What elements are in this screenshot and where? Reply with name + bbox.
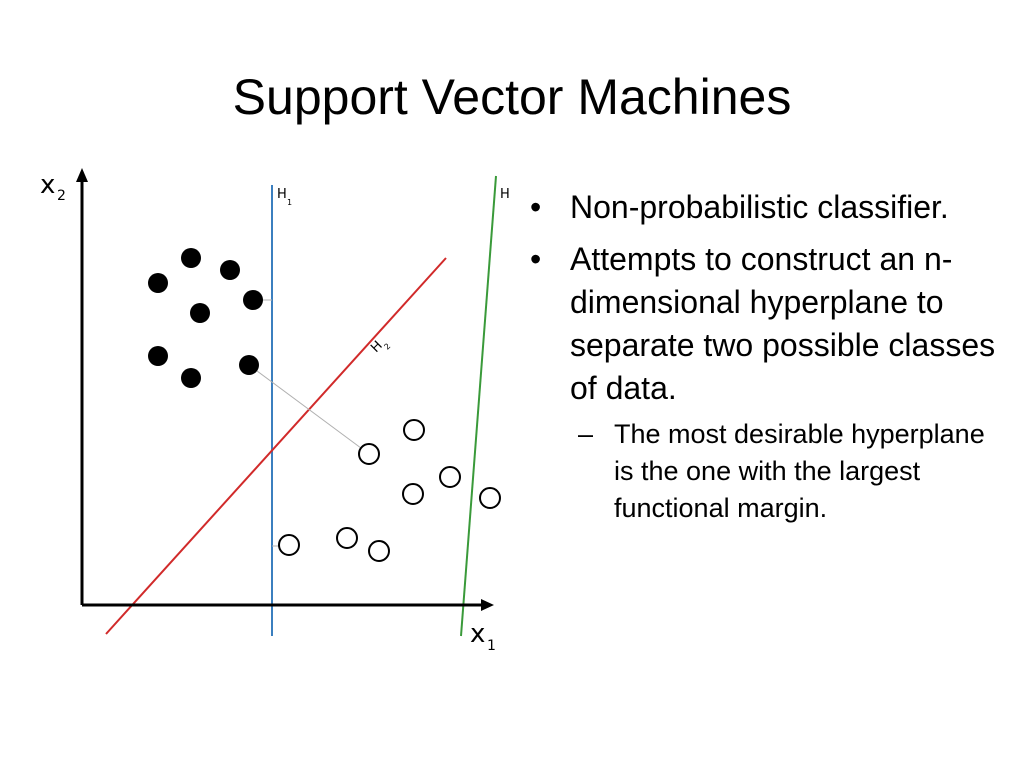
filled-point (148, 346, 168, 366)
x-axis-label-sub: 1 (487, 638, 496, 654)
hollow-point (402, 483, 424, 505)
sub-bullet-text: The most desirable hyperplane is the one… (614, 419, 985, 523)
x-axis-label: x (470, 619, 485, 649)
y-axis-arrow-icon (76, 168, 88, 182)
sub-bullet-list: – The most desirable hyperplane is the o… (570, 416, 1010, 527)
bullet-marker: • (530, 241, 542, 277)
filled-point (220, 260, 240, 280)
filled-point (190, 303, 210, 323)
hyperplane-h3 (460, 175, 497, 637)
hollow-point (403, 419, 425, 441)
filled-point (239, 355, 259, 375)
hollow-point (278, 534, 300, 556)
bullet-item: • Non-probabilistic classifier. (530, 186, 1010, 229)
hyperplane-h2 (105, 257, 447, 635)
hollow-point (439, 466, 461, 488)
bullet-text: Attempts to construct an n-dimensional h… (570, 241, 996, 406)
filled-point (181, 368, 201, 388)
bullet-text: Non-probabilistic classifier. (570, 189, 949, 225)
svm-diagram: x 2 x 1 H 1 H 2 H 3 (40, 168, 510, 654)
filled-point (148, 273, 168, 293)
hollow-point (479, 487, 501, 509)
bullet-item: • Attempts to construct an n-dimensional… (530, 238, 1010, 527)
hollow-point (358, 443, 380, 465)
slide-title: Support Vector Machines (232, 69, 792, 125)
y-axis-label-sub: 2 (57, 188, 66, 204)
y-axis-label: x (40, 170, 55, 200)
hollow-point (368, 540, 390, 562)
filled-point (181, 248, 201, 268)
x-axis-arrow-icon (481, 599, 494, 611)
filled-point (243, 290, 263, 310)
h1-label-sub: 1 (287, 198, 292, 207)
bullet-list: • Non-probabilistic classifier. • Attemp… (530, 186, 1010, 536)
h2-label-sub: 2 (382, 342, 392, 352)
h3-label: H (500, 187, 510, 202)
sub-bullet-item: – The most desirable hyperplane is the o… (570, 416, 1010, 527)
h1-label: H (277, 187, 287, 202)
bullet-marker: • (530, 189, 542, 225)
margin-line (248, 364, 370, 455)
hollow-point (336, 527, 358, 549)
sub-bullet-marker: – (578, 419, 594, 449)
